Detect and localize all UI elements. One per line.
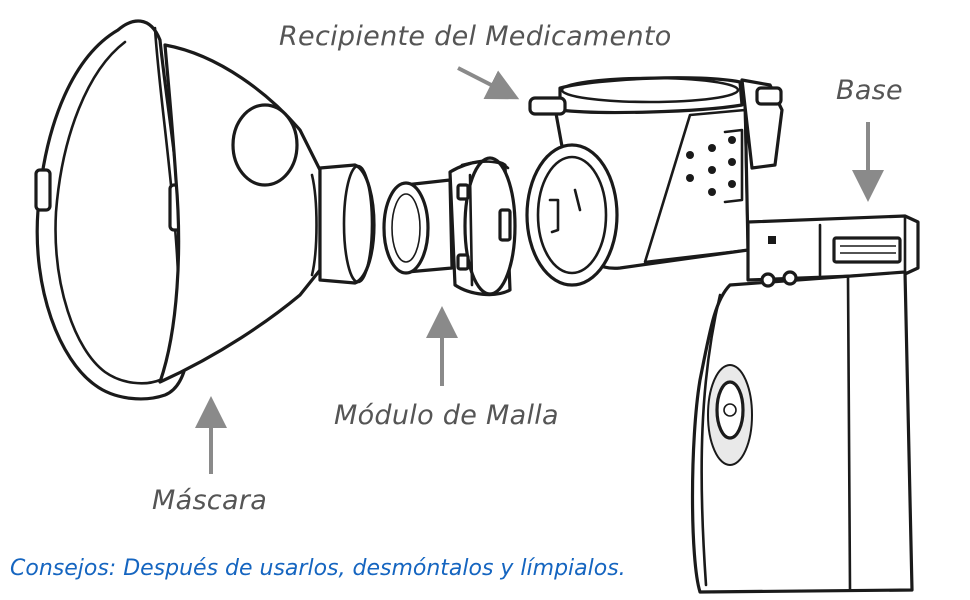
label-mascara: Máscara (152, 485, 268, 516)
callout-arrows (195, 66, 884, 474)
label-recipiente: Recipiente del Medicamento (279, 21, 672, 52)
medication-cup-part (525, 76, 784, 287)
mesh-module-part (382, 156, 517, 297)
base-part (690, 214, 920, 594)
label-base: Base (836, 75, 903, 106)
cleaning-tip: Consejos: Después de usarlos, desmóntalo… (10, 556, 626, 581)
label-modulo: Módulo de Malla (334, 400, 559, 431)
mask-part (34, 19, 376, 401)
arrow-recipiente (457, 66, 520, 100)
